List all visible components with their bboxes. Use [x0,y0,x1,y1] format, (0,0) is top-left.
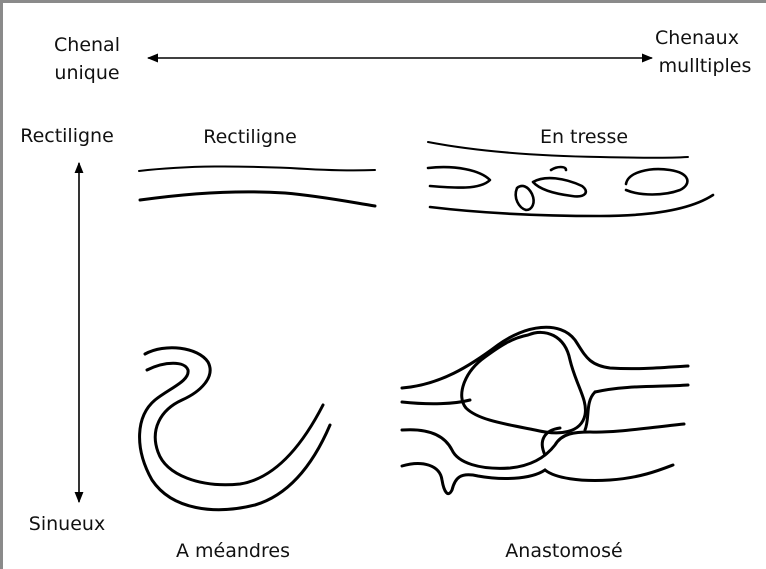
braided-channel-drawing [428,142,713,216]
panel-title-braided: En tresse [540,126,628,148]
vertical-axis-bottom-label: Sinueux [29,513,105,535]
panel-title-anastomosed: Anastomosé [505,540,622,562]
axis-right-label-line2: mulltiples [659,55,752,77]
panel-title-straight: Rectiligne [203,126,297,148]
panel-title-meandering: A méandres [176,540,290,562]
straight-channel-drawing [139,166,375,206]
axis-left-label-line1: Chenal [54,34,120,56]
meandering-channel-drawing [140,348,330,510]
anastomosed-channel-drawing [402,327,688,493]
axis-left-label-line2: unique [54,62,119,84]
vertical-axis-top-label: Rectiligne [20,125,114,147]
axis-right-label-line1: Chenaux [655,27,739,49]
